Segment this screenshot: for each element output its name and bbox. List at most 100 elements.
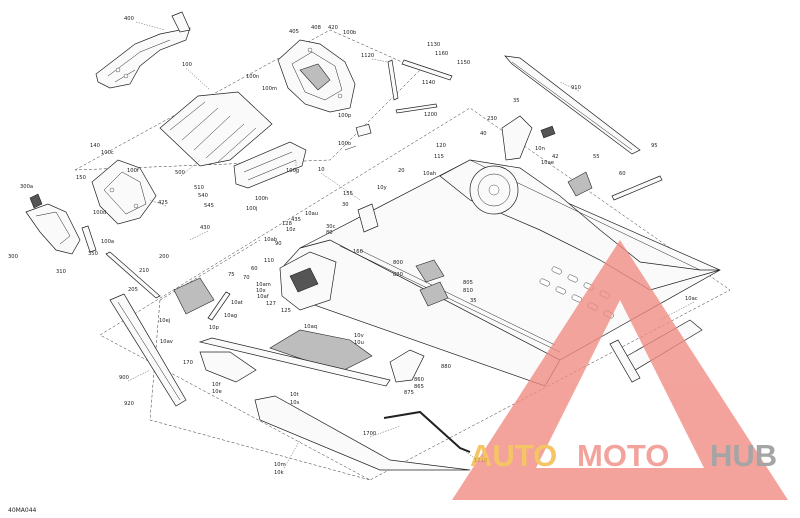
diagram-reference-id: 40MA044 [8, 507, 37, 514]
callout-label: 300a [20, 184, 33, 190]
callout-label: 10y [377, 185, 387, 191]
callout-label: 1200 [424, 112, 437, 118]
callout-label: 865 [414, 384, 424, 390]
callout-label: 30 [342, 202, 349, 208]
front-bracket-part-100f [91, 159, 157, 225]
callout-label: 510 [194, 185, 204, 191]
callout-label: 10af [257, 294, 269, 300]
callout-label: 100g [286, 168, 299, 174]
callout-label: 100b [343, 30, 357, 36]
callout-label: 10av [160, 339, 173, 345]
callout-label: 100j [246, 206, 257, 212]
callout-label: 10v [354, 333, 364, 339]
callout-label: 420 [328, 25, 338, 31]
pin-part-100o [344, 145, 357, 151]
round-plate [469, 165, 519, 215]
callout-label: 10au [305, 211, 318, 217]
callout-label: 810 [463, 288, 473, 294]
callout-label: 10s [290, 400, 300, 406]
callout-label: 500 [175, 170, 185, 176]
callout-label: 35 [513, 98, 520, 104]
callout-label: 408 [311, 25, 321, 31]
upper-column-part-100 [277, 39, 356, 113]
callout-label: 100f [127, 168, 139, 174]
callout-label: 20 [398, 168, 405, 174]
watermark-text-hub: HUB [710, 438, 777, 473]
cover-panel-part-500 [159, 91, 273, 167]
callout-label: 10ag [224, 313, 237, 319]
callout-label: 800 [393, 260, 403, 266]
callout-label: 435 [291, 217, 301, 223]
callout-label: 805 [463, 280, 473, 286]
callout-label: 60 [619, 171, 626, 177]
callout-label: 10ej [159, 318, 170, 324]
leader-lines [127, 21, 695, 469]
bracket-part-805 [419, 281, 449, 307]
callout-label: 140 [90, 143, 100, 149]
callout-label: 100d [93, 210, 106, 216]
callout-label: 127 [266, 301, 276, 307]
rod-part-60 [611, 175, 663, 201]
callout-label: 90 [275, 241, 282, 247]
front-mount-part-10ab [279, 251, 337, 311]
callout-label: 115 [434, 154, 444, 160]
callout-label: 820 [393, 272, 403, 278]
callout-label: 95 [651, 143, 658, 149]
callout-label: 60 [251, 266, 258, 272]
callout-label: 1150 [457, 60, 470, 66]
callout-label: 30c [326, 224, 336, 230]
callout-label: 205 [128, 287, 138, 293]
callout-label: 880 [441, 364, 451, 370]
callout-label: 42 [552, 154, 559, 160]
callout-label: 860 [414, 377, 424, 383]
callout-label: 910 [571, 85, 581, 91]
callout-label: 10k [274, 470, 284, 476]
callout-label: 425 [158, 200, 168, 206]
callout-label: 75 [228, 272, 235, 278]
callout-label: 40 [480, 131, 487, 137]
watermark-text-auto: AUTO [470, 438, 557, 473]
callout-label: 80 [326, 230, 333, 236]
callout-label: 400 [124, 16, 134, 22]
callout-label: 875 [404, 390, 414, 396]
callout-label: 100n [246, 74, 259, 80]
bracket-part-35 [501, 115, 533, 161]
callout-label: 1140 [422, 80, 435, 86]
block-part-230 [540, 125, 556, 139]
callout-label: 100a [101, 239, 114, 245]
callout-label: 100h [255, 196, 268, 202]
callout-label: 100c [101, 150, 114, 156]
callout-label: 10u [354, 340, 364, 346]
callout-label: 10aq [304, 324, 317, 330]
callout-label: 10e [212, 389, 222, 395]
callout-label: 1700 [363, 431, 376, 437]
callout-label: 10z [286, 227, 296, 233]
callout-label: 920 [124, 401, 134, 407]
watermark-triangle [452, 240, 788, 500]
bracket-part-170 [199, 351, 257, 383]
rod-part-200 [105, 251, 161, 299]
callout-label: 10n [535, 146, 545, 152]
callout-label: 10ac [685, 296, 698, 302]
callout-label: 310 [56, 269, 66, 275]
callout-label: 545 [204, 203, 214, 209]
callout-label: 1120 [361, 53, 374, 59]
lower-rail-part-10m [254, 395, 471, 471]
callout-label: 1130 [427, 42, 440, 48]
callout-label: 10f [212, 382, 221, 388]
callout-label: 540 [198, 193, 208, 199]
callout-label: 128 [282, 221, 292, 227]
group-outline-lower [149, 239, 371, 481]
callout-label: 70 [243, 275, 250, 281]
callout-label: 10ab [264, 237, 278, 243]
watermark-text-moto: MOTO [577, 438, 669, 473]
group-outline-main [99, 107, 731, 481]
callout-label: 1160 [435, 51, 448, 57]
rod-part-350 [81, 225, 97, 253]
callout-label: 160 [353, 249, 363, 255]
bracket-part-860 [389, 349, 425, 383]
bracket-part-75 [173, 277, 215, 315]
rod-part-1700 [383, 410, 471, 453]
callout-label: 100 [182, 62, 192, 68]
callout-label: 150 [76, 175, 86, 181]
